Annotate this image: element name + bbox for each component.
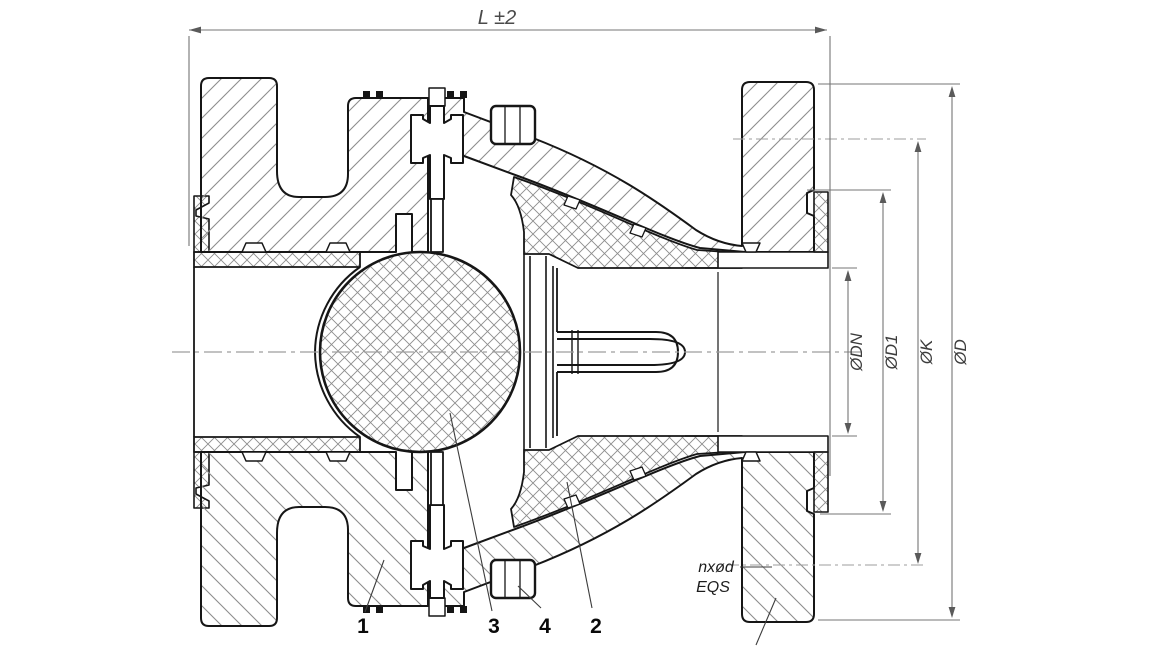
gasket-dimension (807, 189, 891, 515)
bore-dimension-label: ØDN (847, 332, 866, 372)
insert-notch (629, 223, 647, 238)
arrow-down (844, 423, 852, 434)
arrow-up (948, 86, 956, 97)
channel-outer-wall (557, 338, 686, 353)
bolt-circle-dimension-label: ØK (917, 339, 936, 365)
left-body-flange (200, 77, 429, 253)
arrow-down (948, 607, 956, 618)
gasket-dimension-label: ØD1 (882, 335, 901, 371)
bolt-note-line2: EQS (696, 579, 730, 596)
seat-ring (523, 254, 554, 352)
flange-od-dimension-label: ØD (951, 339, 970, 366)
insert-notch (563, 195, 581, 210)
spring-keeper-cross (410, 105, 464, 200)
callout-part-2: 2 (590, 615, 602, 638)
callout-part-4: 4 (539, 615, 551, 638)
arrow-down (879, 501, 887, 512)
length-dimension (188, 29, 831, 476)
arrow-left (189, 26, 201, 34)
bonnet-screws (363, 91, 467, 98)
callout-part-3: 3 (488, 615, 500, 638)
liner-tooth (325, 242, 351, 253)
stem (430, 198, 444, 253)
bore-dimension (832, 267, 857, 437)
bolt-note-line1: nxød (698, 559, 735, 576)
outlet-hub-wall (717, 251, 829, 269)
arrow-up (879, 192, 887, 203)
ball-chamber-wall (314, 266, 361, 353)
callout-leaders (364, 412, 777, 646)
arrow-down (914, 553, 922, 564)
raised-face-strip (813, 191, 829, 253)
liner-tooth (241, 242, 267, 253)
valve-body-half (193, 77, 829, 353)
length-dimension-label: L ±2 (478, 7, 516, 29)
arrow-up (844, 270, 852, 281)
plug-nut-facets (504, 106, 521, 144)
channel-inner-wall (557, 331, 679, 353)
flange-od-dimension (818, 83, 960, 621)
arrow-right (815, 26, 827, 34)
arrow-up (914, 141, 922, 152)
hub-tooth (741, 242, 761, 253)
inlet-liner-band (193, 251, 361, 268)
plug-nut (489, 104, 537, 146)
stem-passage (428, 87, 446, 107)
guide-collar (571, 330, 579, 352)
callout-part-1: 1 (357, 615, 369, 638)
